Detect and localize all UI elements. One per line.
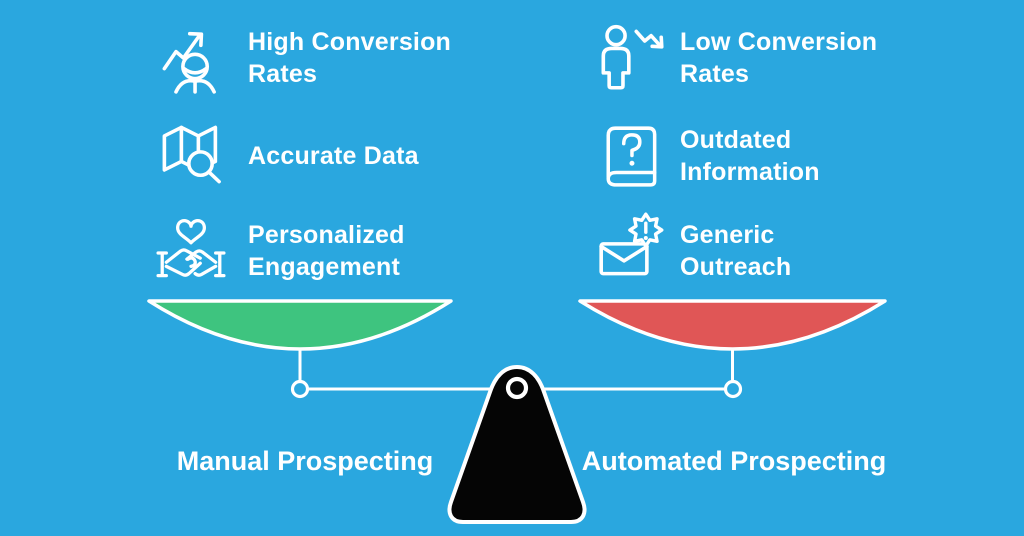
drawback-line: Generic [680, 221, 775, 249]
drawback-line: Outreach [680, 253, 792, 281]
drawback-generic-outreach: Generic Outreach [680, 219, 791, 283]
drawback-line: Low Conversion [680, 28, 878, 56]
person-decline-arrow-icon [598, 24, 666, 92]
drawback-line: Information [680, 158, 820, 186]
drawback-line: Outdated [680, 126, 792, 154]
heart-handshake-icon [154, 216, 228, 290]
benefit-personalized-engagement: Personalized Engagement [248, 219, 405, 283]
left-pan-green [147, 299, 453, 351]
map-magnifier-icon [158, 120, 226, 188]
fulcrum [447, 365, 587, 524]
benefit-line: Engagement [248, 253, 401, 281]
right-pan-red [578, 299, 887, 351]
benefit-line: Rates [248, 60, 318, 88]
person-growth-arrow-icon [160, 22, 228, 94]
drawback-line: Rates [680, 60, 750, 88]
drawback-low-conversion: Low Conversion Rates [680, 26, 877, 90]
right-side-label: Automated Prospecting [581, 446, 887, 476]
benefit-accurate-data: Accurate Data [248, 140, 419, 172]
fulcrum-circle [505, 376, 529, 400]
left-side-label: Manual Prospecting [176, 446, 434, 476]
book-question-icon [600, 122, 666, 188]
drawback-outdated-information: Outdated Information [680, 124, 820, 188]
benefit-line: Personalized [248, 221, 405, 249]
envelope-alert-icon [598, 212, 666, 280]
left-pivot-circle [290, 379, 310, 399]
benefit-line: Accurate Data [248, 142, 419, 170]
benefit-line: High Conversion [248, 28, 452, 56]
benefit-high-conversion: High Conversion Rates [248, 26, 451, 90]
right-pivot-circle [723, 379, 743, 399]
